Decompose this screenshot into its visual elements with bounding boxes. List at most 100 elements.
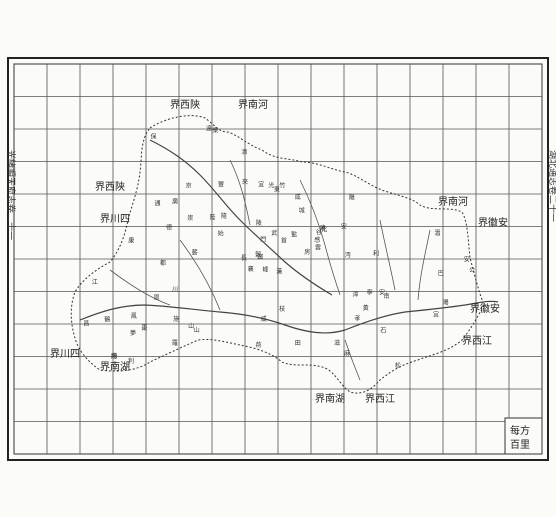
place-label: 枝 bbox=[279, 305, 285, 313]
place-label: 廣 bbox=[172, 198, 178, 206]
place-label: 陵 bbox=[256, 219, 262, 227]
border-label-henan-right: 界南河 bbox=[438, 195, 468, 208]
place-labels: 漢鄖均谷山竹房保康襄陽宜城棗隨光化南漳穀荊門京山安陸德孝感雲夢黃麻羅田蘄廣濟武昌… bbox=[83, 125, 475, 370]
place-label: 均 bbox=[111, 352, 117, 360]
place-label: 康 bbox=[128, 237, 134, 245]
place-label: 京 bbox=[186, 182, 192, 190]
border-label-jiangxi-right: 界西江 bbox=[462, 335, 492, 347]
place-label: 房 bbox=[304, 248, 310, 256]
border-label-shaanxi-left: 界西陝 bbox=[95, 181, 125, 193]
place-label: 公 bbox=[469, 267, 475, 274]
place-label: 武 bbox=[271, 229, 277, 237]
place-label: 川 bbox=[172, 286, 178, 293]
place-label: 東 bbox=[274, 185, 280, 193]
place-label: 夢 bbox=[130, 329, 136, 337]
scale-box bbox=[504, 417, 543, 455]
place-label: 昌 bbox=[83, 320, 89, 327]
scale-line-2: 百里 bbox=[510, 439, 530, 451]
province-outline bbox=[70, 115, 485, 394]
place-label: 蘄 bbox=[192, 248, 198, 256]
river-tributary-5 bbox=[109, 269, 171, 306]
place-label: 濟 bbox=[241, 148, 247, 156]
border-label-jiangxi-bottom: 界西江 bbox=[365, 393, 395, 405]
border-label-sichuan-lower: 界川四 bbox=[50, 348, 80, 360]
place-label: 麻 bbox=[344, 349, 350, 357]
border-label-hunan-bottom: 界南湖 bbox=[315, 392, 345, 405]
border-label-sichuan: 界川四 bbox=[100, 213, 130, 225]
place-label: 鳳 bbox=[131, 313, 137, 320]
river-han bbox=[149, 139, 333, 296]
place-label: 隨 bbox=[221, 212, 227, 220]
river-tributary-7 bbox=[344, 339, 361, 381]
place-label: 宜 bbox=[433, 310, 439, 318]
river-yangtze bbox=[79, 300, 499, 334]
place-label: 寧 bbox=[367, 288, 373, 296]
place-label: 峰 bbox=[263, 266, 269, 274]
place-label: 滋 bbox=[334, 339, 340, 347]
place-label: 潛 bbox=[434, 229, 440, 237]
place-label: 陽 bbox=[443, 299, 449, 307]
border-label-anhui-right: 界徽安 bbox=[478, 216, 508, 229]
place-label: 德 bbox=[166, 223, 172, 231]
place-label: 山 bbox=[194, 326, 200, 334]
place-label: 來 bbox=[242, 179, 248, 186]
place-label: 建 bbox=[320, 224, 326, 232]
place-label: 穀 bbox=[255, 250, 261, 258]
place-label: 漳 bbox=[352, 290, 358, 298]
place-label: 襄 bbox=[248, 265, 254, 273]
place-label: 始 bbox=[218, 230, 224, 238]
river-tributary-2 bbox=[299, 179, 341, 296]
place-label: 遠 bbox=[206, 125, 212, 133]
place-label: 漢 bbox=[276, 268, 282, 276]
place-label: 監 bbox=[291, 231, 297, 239]
place-label: 鄖 bbox=[257, 253, 263, 261]
river-tributary-6 bbox=[179, 239, 221, 311]
place-label: 都 bbox=[160, 259, 166, 267]
place-label: 通 bbox=[155, 200, 161, 208]
place-label: 羅 bbox=[172, 340, 178, 347]
place-label: 宜 bbox=[258, 181, 264, 189]
grid-lines bbox=[14, 64, 542, 454]
place-label: 鶴 bbox=[104, 316, 110, 324]
border-label-anhui-lower: 界徽安 bbox=[470, 302, 500, 315]
place-label: 荊 bbox=[256, 341, 262, 349]
place-label: 安 bbox=[464, 255, 470, 263]
place-label: 棗 bbox=[141, 324, 147, 332]
place-label: 山 bbox=[188, 322, 194, 330]
place-label: 竹 bbox=[279, 181, 285, 189]
river-tributary-3 bbox=[379, 219, 396, 291]
place-label: 南 bbox=[384, 292, 390, 300]
place-label: 田 bbox=[295, 340, 301, 347]
place-label: 光 bbox=[268, 182, 274, 190]
place-label: 陸 bbox=[210, 214, 216, 222]
place-label: 感 bbox=[314, 236, 320, 244]
place-label: 恩 bbox=[154, 294, 160, 301]
place-label: 保 bbox=[151, 132, 157, 140]
place-label: 黃 bbox=[363, 304, 369, 312]
place-label: 化 bbox=[321, 226, 327, 234]
place-label: 松 bbox=[395, 361, 401, 369]
place-label: 安 bbox=[341, 223, 347, 231]
place-label: 石 bbox=[380, 327, 386, 334]
map-frame-outer bbox=[7, 57, 549, 461]
place-label: 谷 bbox=[316, 228, 322, 236]
place-label: 施 bbox=[173, 315, 179, 323]
place-label: 城 bbox=[299, 208, 305, 215]
place-label: 江 bbox=[92, 279, 98, 286]
place-label: 咸 bbox=[295, 193, 301, 201]
place-label: 首 bbox=[281, 237, 287, 245]
place-label: 崇 bbox=[187, 215, 193, 222]
spine-left: 光緒順天府志卷二十一 bbox=[5, 150, 17, 240]
place-label: 樂 bbox=[212, 126, 218, 134]
place-label: 雲 bbox=[315, 244, 321, 251]
place-label: 陽 bbox=[111, 353, 117, 361]
border-label-shaanxi-top: 界西陝 bbox=[170, 99, 200, 111]
place-label: 巴 bbox=[438, 271, 444, 278]
river-tributary-1 bbox=[229, 159, 251, 226]
place-label: 沔 bbox=[345, 251, 351, 259]
place-label: 利 bbox=[373, 249, 379, 257]
place-label: 陽 bbox=[349, 193, 355, 201]
river-tributary-4 bbox=[417, 229, 431, 301]
